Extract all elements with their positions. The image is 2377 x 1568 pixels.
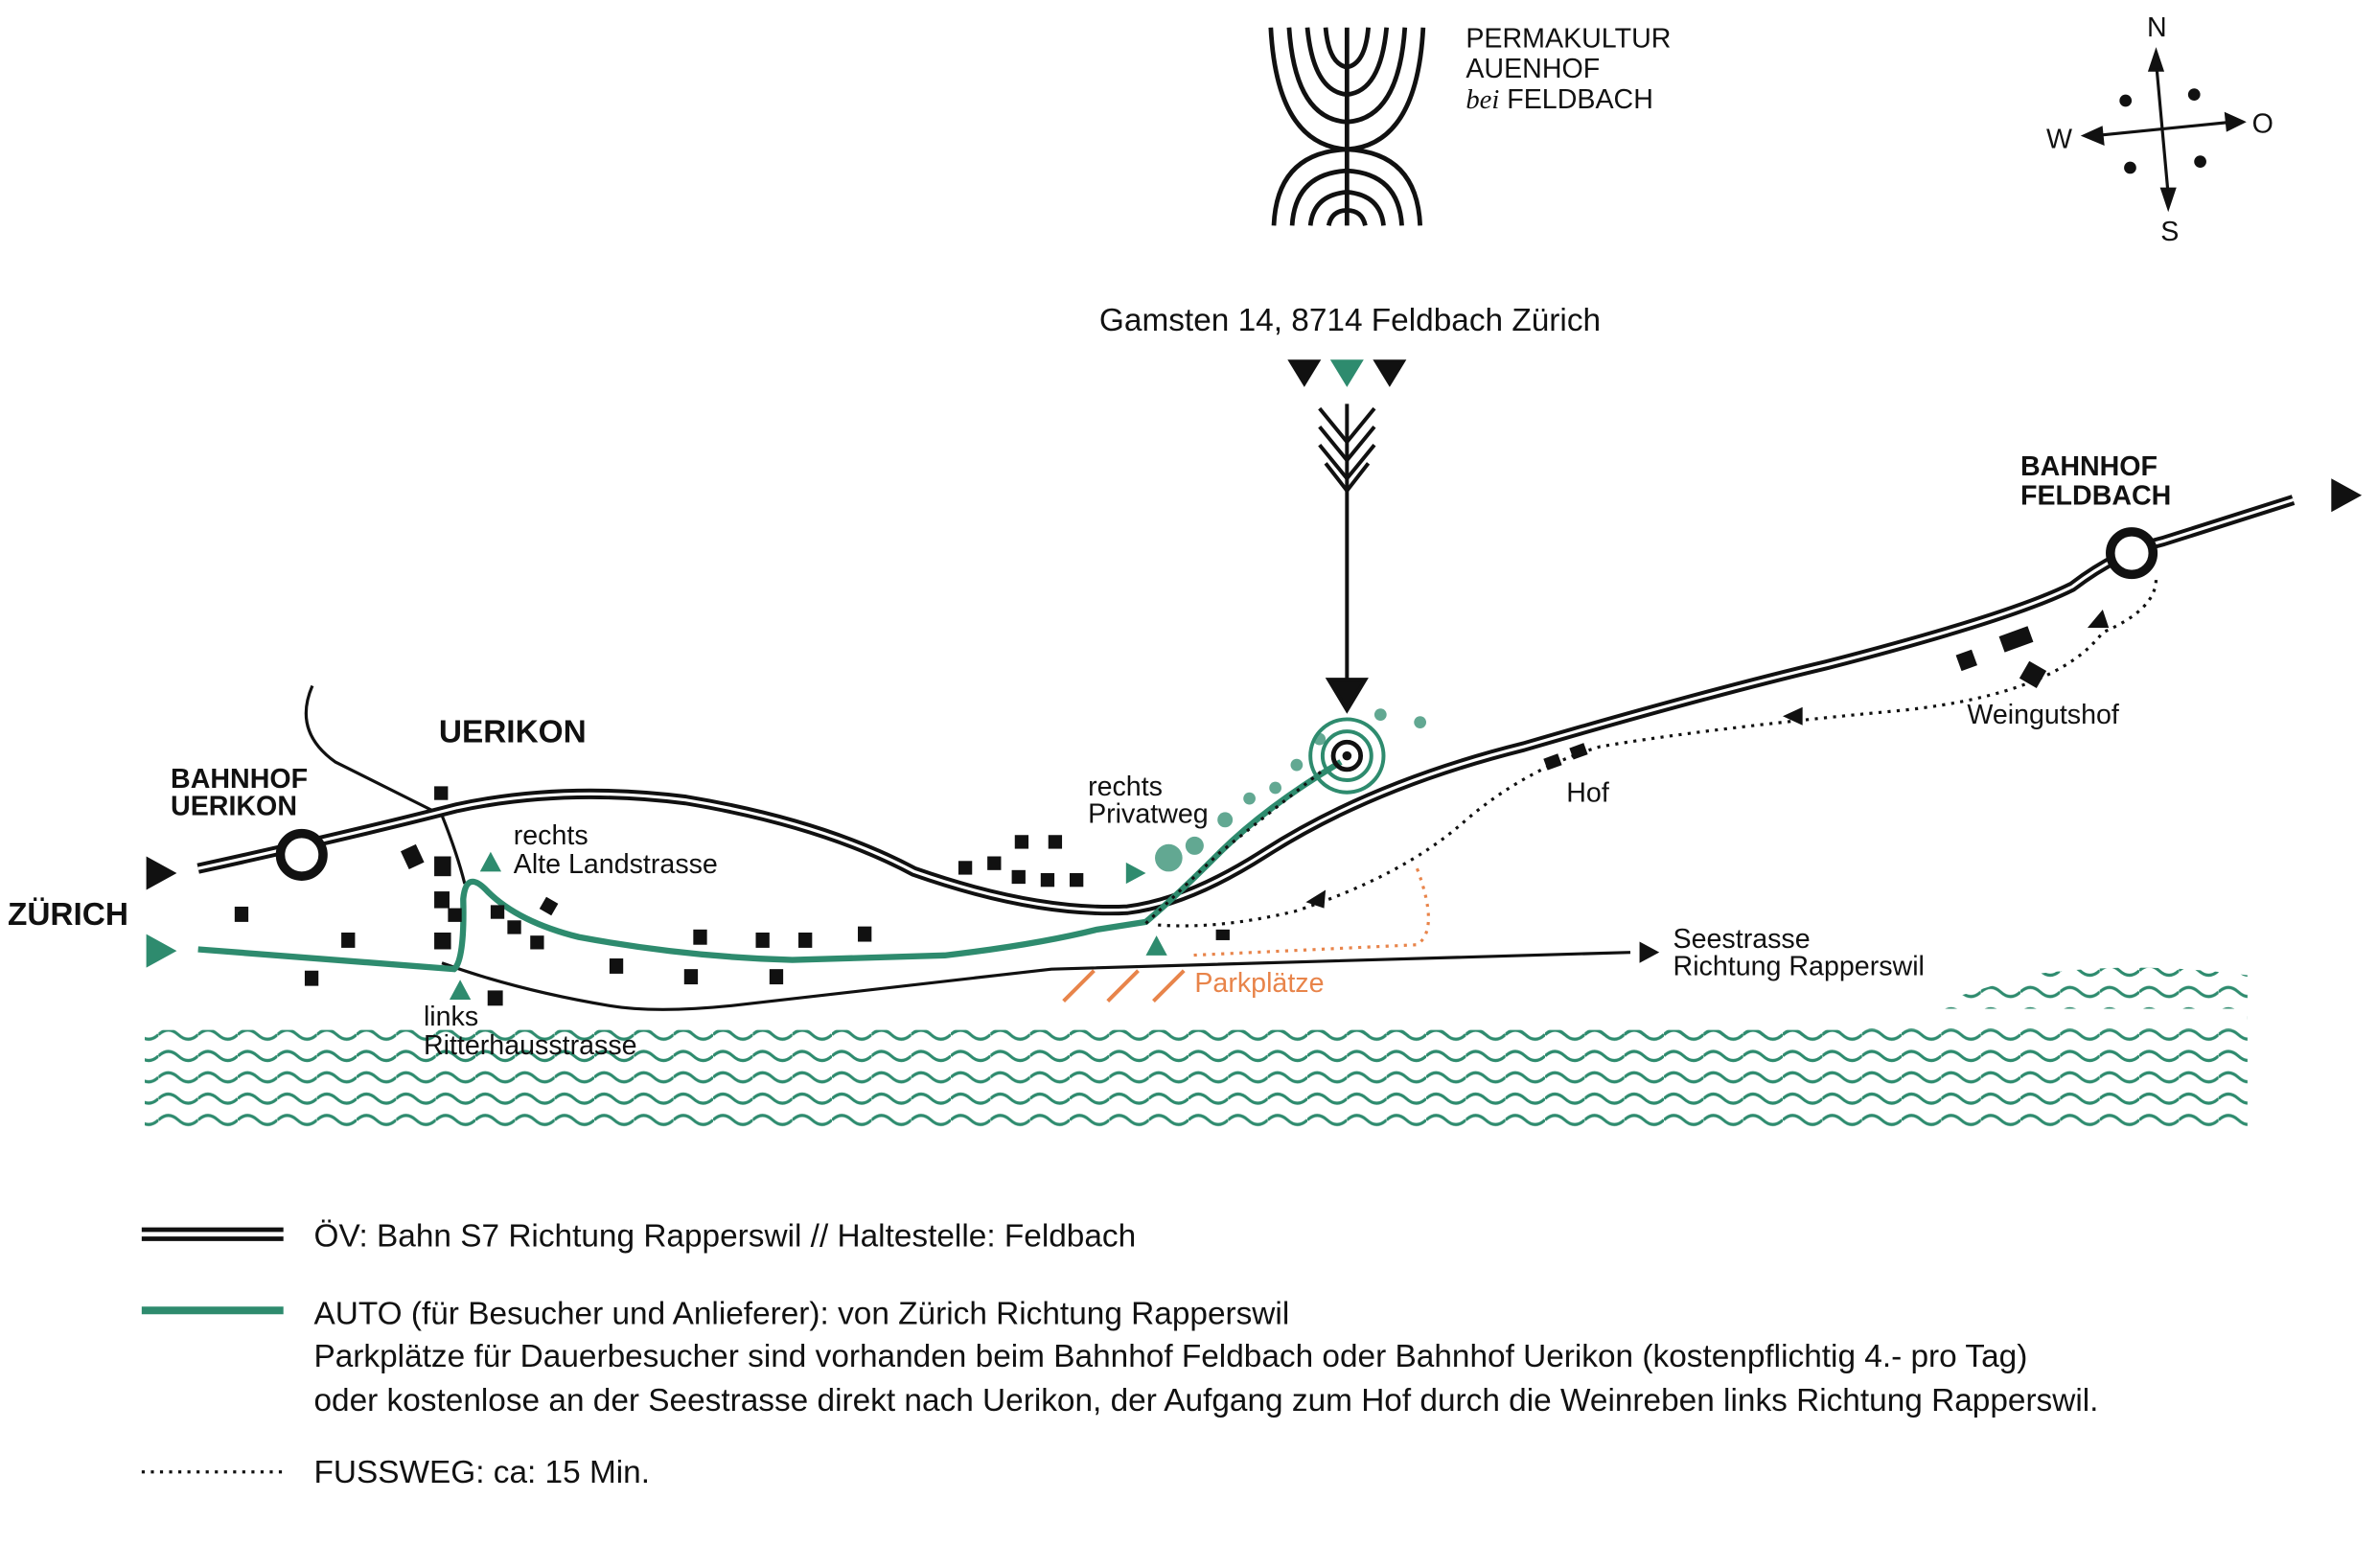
label-links: links [424, 1002, 478, 1032]
legend-auto-line2: Parkplätze für Dauerbesucher sind vorhan… [313, 1339, 2027, 1374]
legend-auto-line3: oder kostenlose an der Seestrasse direkt… [313, 1383, 2098, 1418]
logo-feldbach: FELDBACH [1507, 84, 1653, 115]
logo-line3: bei FELDBACH [1465, 84, 1653, 115]
legend-auto: AUTO (für Besucher und Anlieferer): von … [313, 1297, 1289, 1332]
footpath-privatweg [1144, 767, 1327, 925]
logo-line1: PERMAKULTUR [1465, 23, 1671, 54]
label-parkplaetze: Parkplätze [1194, 968, 1324, 999]
compass-s: S [2160, 217, 2179, 247]
label-ritterhausstrasse: Ritterhausstrasse [424, 1030, 637, 1061]
arrow-right-icon [146, 856, 177, 890]
label-privatweg: Privatweg [1088, 799, 1209, 830]
roads [304, 684, 1631, 1011]
arrow-down-icon [1318, 404, 1376, 714]
label-richtung-rapperswil: Richtung Rapperswil [1673, 952, 1925, 982]
buildings [234, 626, 2047, 1006]
station-uerikon-icon [275, 828, 328, 881]
farm-target-icon [1308, 717, 1386, 795]
logo-line2: AUENHOF [1465, 54, 1600, 84]
compass-n: N [2147, 12, 2167, 43]
footpath-arrows [1305, 609, 2110, 909]
station-feldbach-icon [2106, 527, 2158, 580]
compass-w: W [2046, 124, 2072, 154]
car-route [197, 759, 1343, 973]
legend-fussweg: FUSSWEG: ca: 15 Min. [313, 1455, 650, 1490]
label-bahnhof-uerikon-2: UERIKON [171, 792, 297, 822]
label-bahnhof-uerikon-1: BAHNHOF [171, 764, 308, 795]
label-bahnhof-feldbach-2: FELDBACH [2020, 480, 2171, 511]
parking-icon [1062, 969, 1186, 1003]
logo-bei: bei [1465, 85, 1499, 115]
label-seestrasse: Seestrasse [1673, 924, 1811, 955]
seestrasse-arrow-icon [1639, 941, 1660, 963]
label-alte-landstrasse: Alte Landstrasse [514, 849, 718, 880]
railway-line [196, 495, 2296, 916]
address: Gamsten 14, 8714 Feldbach Zürich [1099, 303, 1601, 338]
label-bahnhof-feldbach-1: BAHNHOF [2020, 451, 2158, 482]
legend: ÖV: Bahn S7 Richtung Rapperswil // Halte… [141, 1218, 2098, 1490]
footpath [1158, 579, 2158, 928]
trees [1155, 708, 1426, 872]
legend-oev: ÖV: Bahn S7 Richtung Rapperswil // Halte… [313, 1218, 1136, 1254]
direction-triangles-icon [1287, 359, 1407, 387]
label-weingutshof: Weingutshof [1967, 700, 2119, 730]
label-hof: Hof [1566, 777, 1609, 808]
compass-icon [2080, 47, 2247, 213]
label-rechts-privat: rechts [1088, 772, 1163, 802]
compass-o: O [2252, 108, 2273, 139]
label-zuerich: ZÜRICH [8, 897, 128, 933]
arrow-right-green-icon [146, 934, 177, 968]
lake-waves [145, 1029, 2248, 1134]
route-markers [449, 851, 1167, 1000]
arrow-right-icon [2331, 478, 2363, 513]
lake-waves-upper [145, 967, 2248, 1037]
logo-icon [1268, 27, 1426, 226]
lake-mask [145, 1008, 2248, 1025]
label-rechts: rechts [514, 820, 588, 851]
label-uerikon: UERIKON [439, 714, 587, 749]
